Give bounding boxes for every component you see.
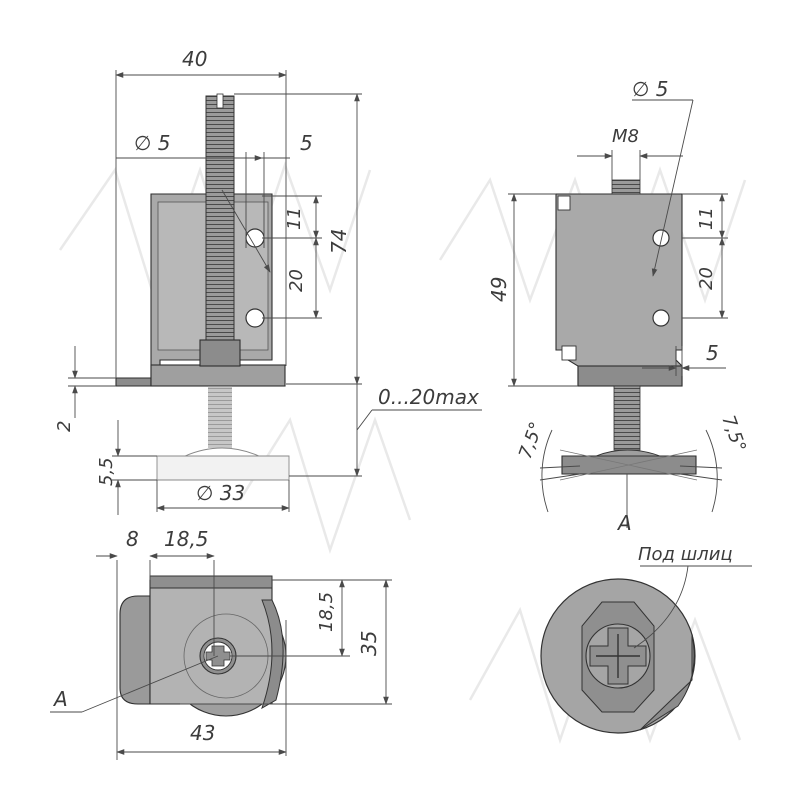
dim-total-height: 74 bbox=[327, 229, 351, 254]
foot-pad bbox=[156, 455, 290, 481]
dim-tilt-left: 7,5° bbox=[515, 419, 548, 462]
stud-nut bbox=[199, 339, 241, 367]
dim-slot-offset-right: 5 bbox=[706, 341, 719, 365]
side-base-plate bbox=[577, 365, 683, 387]
dim-width-43: 43 bbox=[190, 721, 215, 745]
dim-thread: M8 bbox=[612, 126, 639, 147]
dim-offset-8: 8 bbox=[126, 527, 139, 551]
threaded-stud bbox=[205, 95, 235, 345]
hole-lower bbox=[245, 308, 265, 328]
side-lower-stud bbox=[613, 385, 641, 451]
view-a: Под шлиц bbox=[540, 544, 752, 734]
dim-height-18-5: 18,5 bbox=[316, 592, 337, 632]
dim-adjust-range: 0...20max bbox=[378, 385, 479, 409]
dim-hole-spacing-right: 20 bbox=[696, 267, 717, 290]
dim-height-35: 35 bbox=[357, 631, 381, 656]
dim-bore-offset-left: 5 bbox=[300, 131, 313, 155]
bracket-flange bbox=[115, 377, 152, 387]
dim-foot-height: 5,5 bbox=[96, 457, 117, 486]
dim-flange-thickness: 2 bbox=[54, 421, 75, 432]
label-view-a-top: A bbox=[616, 511, 632, 535]
side-hole-upper bbox=[652, 229, 670, 247]
dim-hole-spacing-top-right: 11 bbox=[696, 207, 717, 230]
hole-upper bbox=[245, 228, 265, 248]
dim-hole-spacing: 20 bbox=[286, 269, 307, 292]
top-body-left bbox=[119, 595, 151, 705]
side-hole-lower bbox=[652, 309, 670, 327]
label-view-a-bottom: A bbox=[52, 687, 68, 711]
dim-bore-dia-left: ∅ 5 bbox=[134, 131, 171, 155]
dim-hole-spacing-top: 11 bbox=[284, 207, 305, 230]
lower-stud bbox=[208, 386, 232, 448]
base-plate bbox=[150, 364, 286, 387]
dim-bore-dia-right: ∅ 5 bbox=[632, 77, 669, 101]
side-stud-top bbox=[611, 179, 641, 195]
dim-foot-dia: ∅ 33 bbox=[196, 481, 245, 505]
label-slot-note: Под шлиц bbox=[638, 544, 733, 565]
dim-width-top: 40 bbox=[182, 47, 207, 71]
side-view: ∅ 5 M8 49 11 20 5 7,5° 7,5° A bbox=[487, 77, 750, 535]
dim-body-height: 49 bbox=[487, 277, 511, 302]
dim-tilt-right: 7,5° bbox=[717, 413, 750, 456]
front-view: 40 ∅ 5 5 11 20 74 2 5,5 ∅ 33 0...20max bbox=[54, 47, 482, 515]
top-view: 8 18,5 18,5 35 43 A bbox=[50, 527, 392, 760]
dim-offset-18-5: 18,5 bbox=[164, 527, 209, 551]
